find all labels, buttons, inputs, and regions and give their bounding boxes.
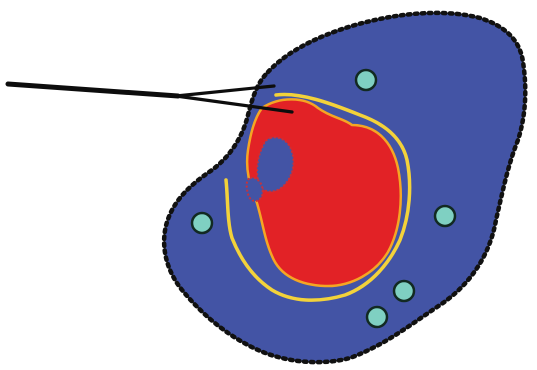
marker [356, 70, 376, 90]
marker [192, 213, 212, 233]
marker [367, 307, 387, 327]
marker [435, 206, 455, 226]
marker [394, 281, 414, 301]
